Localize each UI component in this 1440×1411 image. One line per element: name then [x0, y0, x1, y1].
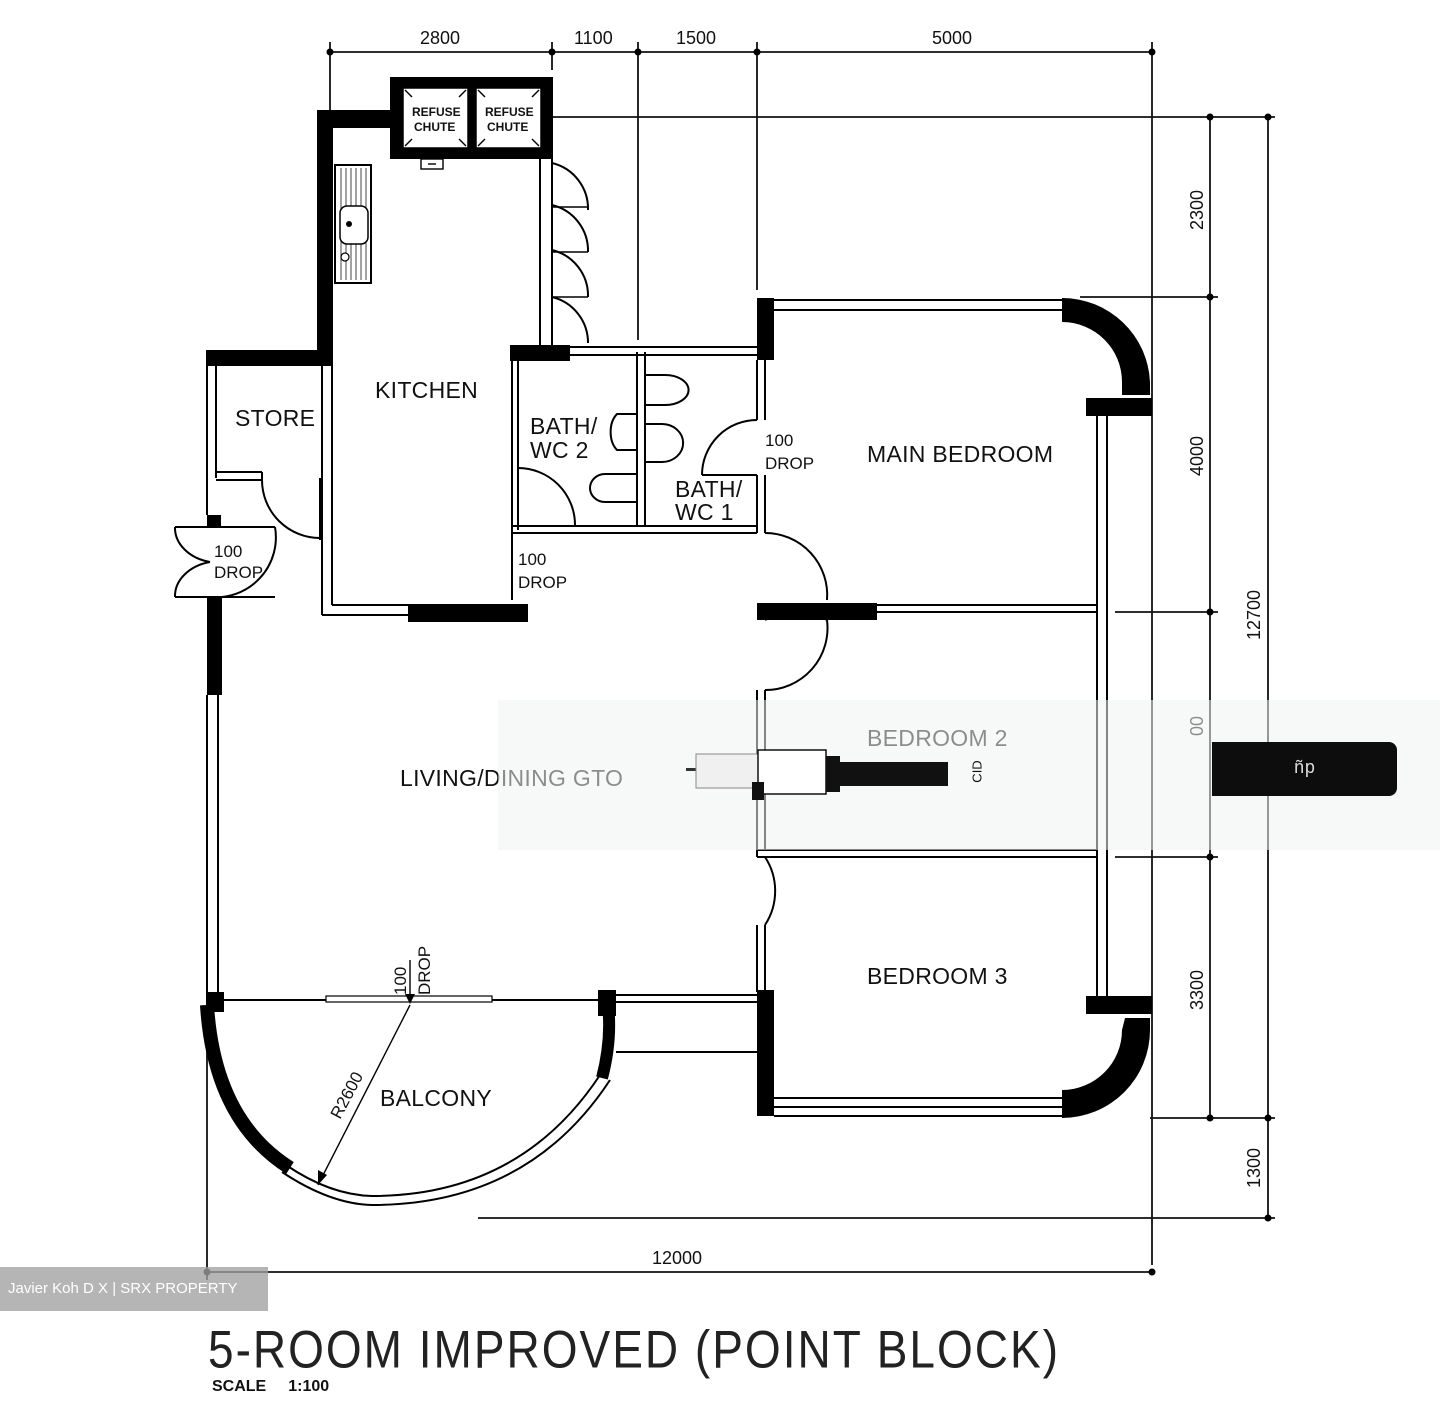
- dim-right-3300: 3300: [1187, 970, 1207, 1010]
- dim-top-1500: 1500: [676, 28, 716, 48]
- room-label-store: STORE: [235, 405, 315, 431]
- left-exterior-wall: [206, 597, 224, 1012]
- drop-label-entrance: DROP: [214, 563, 263, 582]
- drop-label-balcony: DROP: [415, 946, 434, 995]
- dim-right-12700: 12700: [1244, 590, 1264, 640]
- drop-annotation-bath1: 100: [765, 431, 793, 450]
- plan-title: 5-ROOM IMPROVED (POINT BLOCK): [208, 1319, 1061, 1379]
- refuse-chute-2-label-2: CHUTE: [487, 120, 528, 134]
- drop-annotation-balcony: 100: [391, 967, 410, 995]
- kitchen-sink-icon: [339, 205, 369, 245]
- dim-right-4000: 4000: [1187, 436, 1207, 476]
- pen-artifact-icon: [686, 749, 948, 800]
- right-dimension-lines: [478, 113, 1275, 1222]
- scale-label: SCALE: [212, 1378, 267, 1395]
- main-entrance-door: [173, 526, 277, 599]
- overlay-tab-artifact: ñр: [1212, 742, 1397, 796]
- kitchen-walls: [206, 110, 590, 622]
- room-label-bedroom-3: BEDROOM 3: [867, 963, 1008, 989]
- plan-scale: SCALE 1:100: [212, 1378, 351, 1396]
- bottom-dimension-line: [203, 1000, 1156, 1280]
- store-walls: [206, 366, 321, 540]
- scale-value: 1:100: [288, 1378, 330, 1395]
- dim-bottom-12000: 12000: [652, 1248, 702, 1268]
- dim-top-2800: 2800: [420, 28, 460, 48]
- room-label-kitchen: KITCHEN: [375, 377, 478, 403]
- top-dimension-line: [326, 42, 1156, 1265]
- room-label-bath1-line1: BATH/: [675, 476, 743, 502]
- room-label-bath2-line2: WC 2: [530, 437, 589, 463]
- bathroom-walls: [510, 345, 766, 600]
- balcony-walls: [200, 960, 757, 1207]
- balcony-radius-label: R2600: [327, 1069, 367, 1122]
- refuse-chute-1-label: REFUSE: [412, 105, 461, 119]
- dim-right-1300: 1300: [1244, 1148, 1264, 1188]
- drop-annotation-kitchen: 100: [518, 550, 546, 569]
- main-bedroom-walls: [757, 297, 1152, 996]
- room-label-balcony: BALCONY: [380, 1085, 492, 1111]
- dim-right-2300: 2300: [1187, 190, 1207, 230]
- dim-top-1100: 1100: [574, 28, 613, 48]
- drop-label-bath1: DROP: [765, 454, 814, 473]
- watermark-credit: Javier Koh D X | SRX PROPERTY: [0, 1267, 268, 1311]
- refuse-chute-block: [390, 77, 553, 170]
- refuse-chute-1-label-2: CHUTE: [414, 120, 455, 134]
- room-label-bath2-line1: BATH/: [530, 413, 598, 439]
- drop-annotation-entrance: 100: [214, 542, 242, 561]
- drop-label-kitchen: DROP: [518, 573, 567, 592]
- room-label-main-bedroom: MAIN BEDROOM: [867, 441, 1053, 467]
- room-label-bath1-line2: WC 1: [675, 499, 734, 525]
- bedroom-3-walls: [756, 856, 1152, 1118]
- pen-end-label: CID: [969, 760, 985, 783]
- dim-top-5000: 5000: [932, 28, 972, 48]
- toilet-icon: [609, 413, 638, 451]
- refuse-chute-2-label: REFUSE: [485, 105, 534, 119]
